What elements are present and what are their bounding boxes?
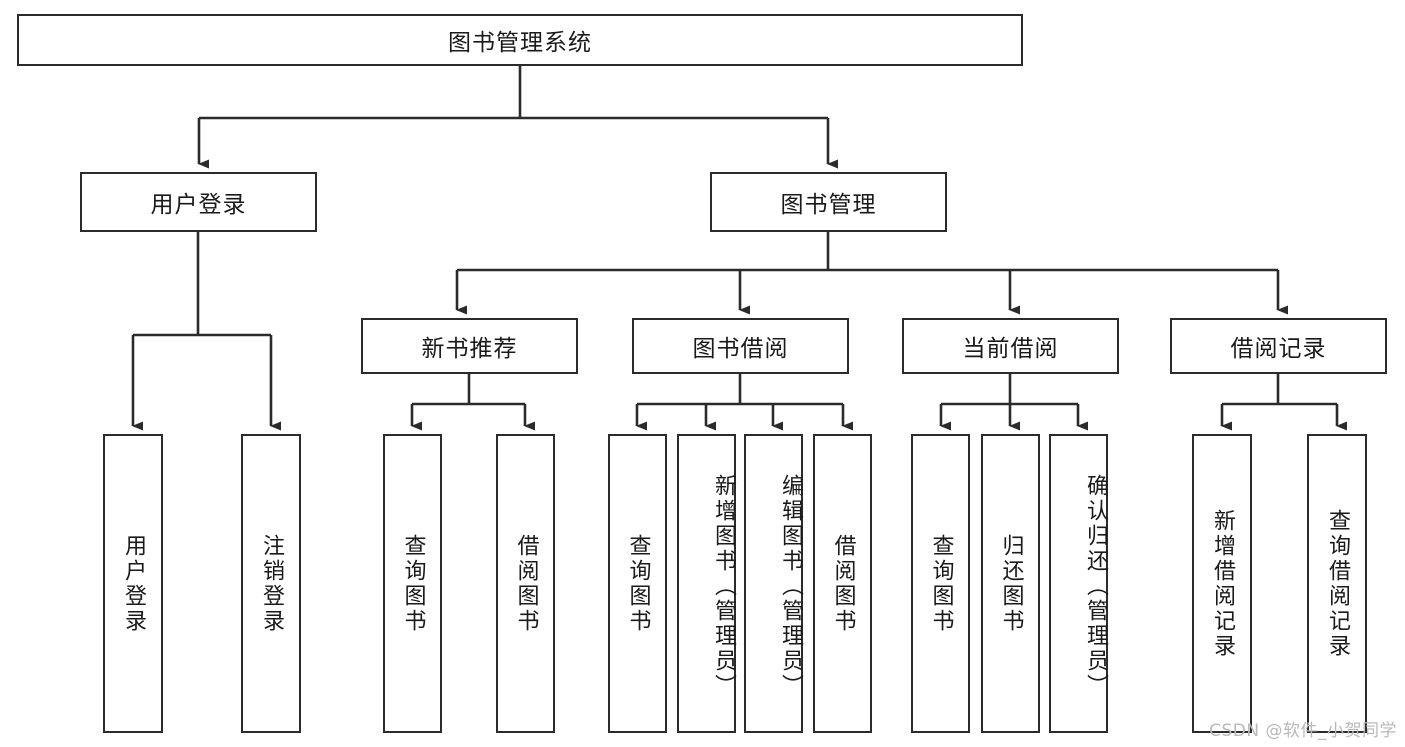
- node-book-borrow[interactable]: 图书借阅: [632, 318, 849, 374]
- node-leaf-user-login[interactable]: 用户登录: [103, 434, 163, 733]
- node-label: 图书借阅: [692, 336, 789, 362]
- watermark-csdn: CSDN @软件_小贺同学: [1209, 721, 1397, 741]
- node-label: 借阅图书: [830, 533, 856, 634]
- node-label: 归还图书: [998, 533, 1024, 634]
- node-leaf-query-book-1[interactable]: 查询图书: [383, 434, 442, 733]
- node-label: 新增图书（管理员）: [711, 474, 736, 699]
- node-leaf-borrow-book-1[interactable]: 借阅图书: [496, 434, 555, 733]
- node-leaf-query-borrow-record[interactable]: 查询借阅记录: [1307, 434, 1367, 733]
- node-borrow-record[interactable]: 借阅记录: [1170, 318, 1387, 374]
- node-label: 新增借阅记录: [1210, 508, 1235, 659]
- node-label: 查询图书: [928, 533, 954, 634]
- node-leaf-borrow-book-2[interactable]: 借阅图书: [813, 434, 872, 733]
- node-label: 借阅图书: [513, 533, 539, 634]
- node-label: 新书推荐: [421, 336, 518, 362]
- node-leaf-edit-book-admin[interactable]: 编辑图书（管理员）: [744, 434, 803, 733]
- node-current-borrow[interactable]: 当前借阅: [902, 318, 1119, 374]
- node-book-management[interactable]: 图书管理: [710, 172, 947, 232]
- node-label: 用户登录: [121, 533, 146, 634]
- node-user-login[interactable]: 用户登录: [80, 172, 317, 232]
- node-label: 用户登录: [150, 192, 247, 218]
- node-label: 借阅记录: [1230, 336, 1327, 362]
- node-label: 图书管理系统: [448, 30, 592, 56]
- node-leaf-query-book-3[interactable]: 查询图书: [911, 434, 970, 733]
- node-new-book-recommend[interactable]: 新书推荐: [361, 318, 578, 374]
- node-leaf-add-borrow-record[interactable]: 新增借阅记录: [1192, 434, 1252, 733]
- node-label: 当前借阅: [962, 336, 1059, 362]
- node-leaf-query-book-2[interactable]: 查询图书: [608, 434, 667, 733]
- node-label: 查询图书: [400, 533, 426, 634]
- node-leaf-logout[interactable]: 注销登录: [241, 434, 301, 733]
- node-leaf-add-book-admin[interactable]: 新增图书（管理员）: [677, 434, 736, 733]
- node-leaf-confirm-return-admin[interactable]: 确认归还（管理员）: [1049, 434, 1108, 733]
- node-label: 图书管理: [780, 192, 877, 218]
- node-label: 注销登录: [259, 533, 284, 634]
- node-label: 查询图书: [625, 533, 651, 634]
- node-label: 查询借阅记录: [1325, 508, 1350, 659]
- node-root-system[interactable]: 图书管理系统: [17, 14, 1023, 66]
- node-label: 编辑图书（管理员）: [778, 474, 803, 699]
- node-leaf-return-book[interactable]: 归还图书: [981, 434, 1040, 733]
- node-label: 确认归还（管理员）: [1083, 474, 1108, 699]
